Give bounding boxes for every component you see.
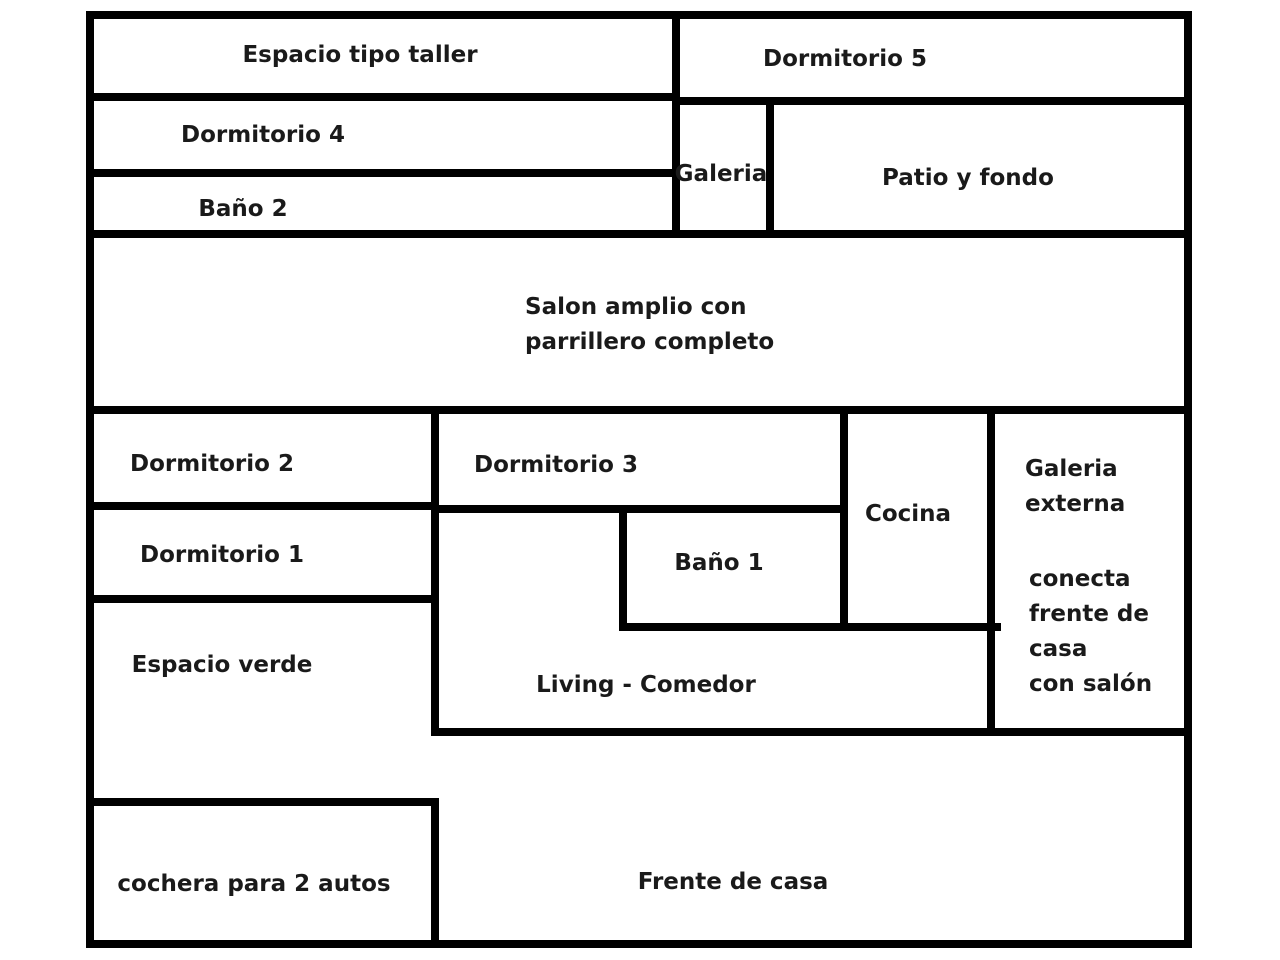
- label-dormitorio-4: Dormitorio 4: [181, 122, 345, 148]
- label-bano-2: Baño 2: [198, 196, 287, 222]
- label-galeria-externa-line-1: Galeria: [1025, 456, 1118, 482]
- label-frente-de-casa: Frente de casa: [638, 869, 829, 895]
- label-dormitorio-2: Dormitorio 2: [130, 451, 294, 477]
- label-salon-line-1: Salon amplio con: [525, 294, 747, 320]
- label-salon-line-2: parrillero completo: [525, 329, 774, 355]
- label-galeria-externa-line-5: casa: [1029, 636, 1087, 662]
- label-cocina: Cocina: [865, 501, 951, 527]
- label-dormitorio-1: Dormitorio 1: [140, 542, 304, 568]
- label-dormitorio-3: Dormitorio 3: [474, 452, 638, 478]
- walls: [86, 11, 1192, 948]
- label-patio-fondo: Patio y fondo: [882, 165, 1054, 191]
- room-labels: Espacio tipo taller Dormitorio 5 Dormito…: [117, 42, 1152, 897]
- label-living-comedor: Living - Comedor: [536, 672, 756, 698]
- label-cochera: cochera para 2 autos: [117, 871, 390, 897]
- label-espacio-verde: Espacio verde: [132, 652, 313, 678]
- label-espacio-taller: Espacio tipo taller: [242, 42, 478, 68]
- label-galeria-externa-line-2: externa: [1025, 491, 1125, 517]
- label-dormitorio-5: Dormitorio 5: [763, 46, 927, 72]
- label-galeria-externa-line-6: con salón: [1029, 671, 1152, 697]
- label-galeria: Galeria: [675, 161, 768, 187]
- label-galeria-externa-line-3: conecta: [1029, 566, 1131, 592]
- label-galeria-externa-line-4: frente de: [1029, 601, 1149, 627]
- label-bano-1: Baño 1: [674, 550, 763, 576]
